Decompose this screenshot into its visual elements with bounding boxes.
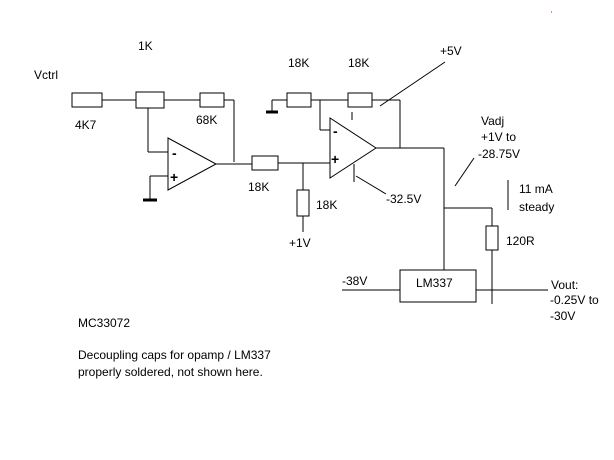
label-18k-ground: 18K bbox=[288, 56, 309, 70]
label-4k7: 4K7 bbox=[75, 118, 97, 132]
label-18k-series: 18K bbox=[248, 180, 269, 194]
note-line-2: properly soldered, not shown here. bbox=[78, 365, 263, 379]
label-68k: 68K bbox=[196, 113, 217, 127]
resistor-18k-bias bbox=[296, 189, 310, 217]
vadj-pointer bbox=[454, 157, 475, 187]
label-18k-feedback: 18K bbox=[348, 56, 369, 70]
label-lm337: LM337 bbox=[416, 276, 453, 290]
label-vout: Vout: bbox=[551, 278, 578, 292]
label-vout-range-1: -0.25V to bbox=[550, 293, 599, 307]
opamp1-plus-sign: + bbox=[170, 169, 178, 185]
opamp2-minus-sign: - bbox=[333, 123, 338, 139]
lm337-regulator bbox=[399, 269, 477, 303]
label-opamp-part: MC33072 bbox=[78, 316, 130, 330]
resistor-18k-ground bbox=[286, 92, 312, 108]
opamp-1 bbox=[167, 137, 218, 191]
resistor-18k-feedback bbox=[347, 92, 373, 108]
label-vadj-range-1: +1V to bbox=[481, 130, 516, 144]
plus5v-lead bbox=[379, 61, 446, 107]
label-vadj: Vadj bbox=[481, 114, 504, 128]
minus32v-lead bbox=[355, 175, 387, 195]
resistor-4k7 bbox=[71, 92, 103, 108]
label-vctrl: Vctrl bbox=[34, 68, 58, 82]
label-120r: 120R bbox=[506, 234, 535, 248]
resistor-18k-series bbox=[251, 155, 279, 171]
opamp2-plus-sign: + bbox=[331, 151, 339, 167]
label-18k-bias: 18K bbox=[316, 198, 337, 212]
label-current-2: steady bbox=[519, 200, 554, 214]
label-current-1: 11 mA bbox=[519, 182, 553, 196]
label-1k: 1K bbox=[138, 39, 153, 53]
resistor-68k bbox=[199, 92, 225, 108]
label-plus5v: +5V bbox=[440, 44, 462, 58]
label-minus32v: -32.5V bbox=[386, 192, 421, 206]
opamp1-minus-sign: - bbox=[172, 145, 177, 161]
label-vadj-range-2: -28.75V bbox=[478, 147, 520, 161]
potentiometer-1k bbox=[135, 91, 165, 109]
label-plus1v: +1V bbox=[289, 236, 311, 250]
label-vout-range-2: -30V bbox=[550, 309, 575, 323]
label-minus38v: -38V bbox=[342, 274, 367, 288]
resistor-120r bbox=[485, 225, 499, 251]
note-line-1: Decoupling caps for opamp / LM337 bbox=[78, 348, 271, 362]
opamp-2 bbox=[329, 117, 377, 179]
